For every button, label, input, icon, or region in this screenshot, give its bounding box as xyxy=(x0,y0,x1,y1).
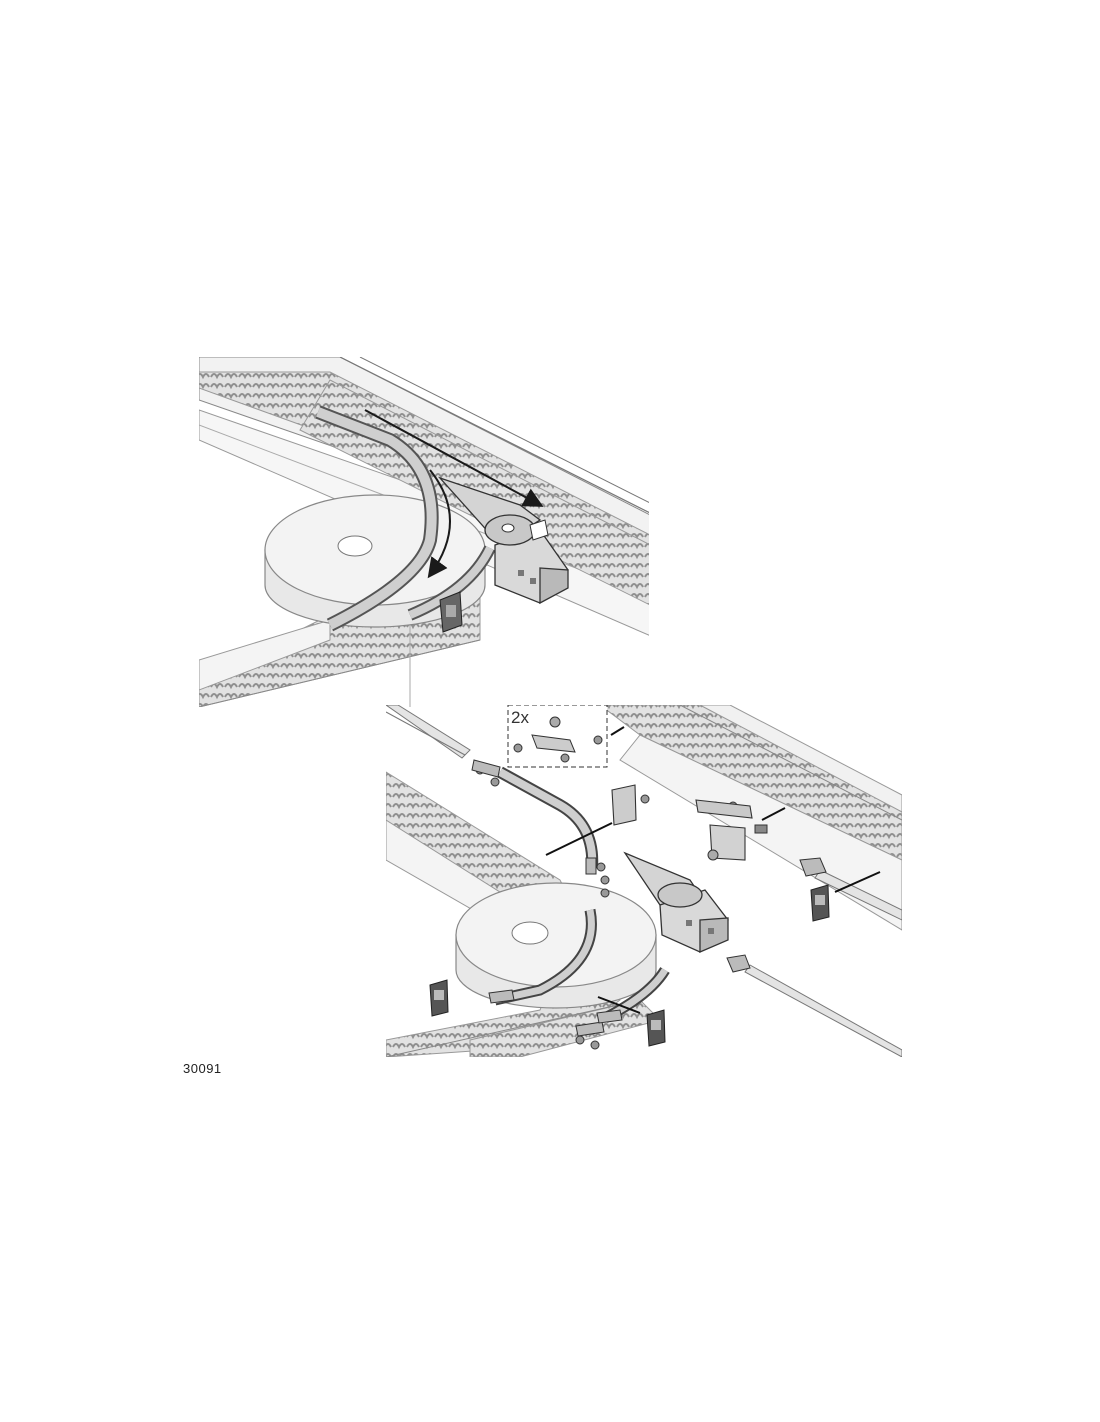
straight-rail-left xyxy=(386,705,471,759)
diverter-unit-bottom xyxy=(623,851,729,953)
rail-end-clamp xyxy=(471,759,827,1037)
quantity-callout-box xyxy=(507,705,608,768)
quantity-label: 2x xyxy=(511,708,529,727)
sensor-block-1 xyxy=(429,979,449,1017)
turn-wheel-bottom xyxy=(455,882,657,1009)
bracket-icon xyxy=(611,784,768,861)
assembly-leader-lines xyxy=(545,726,881,1014)
sensor-icon xyxy=(439,591,463,633)
figure-number: 30091 xyxy=(183,1061,222,1076)
top-assembled-view xyxy=(199,357,649,707)
bottom-exploded-view xyxy=(386,705,902,1057)
arrow-icon xyxy=(364,409,544,579)
diverter-unit-top xyxy=(437,476,569,605)
curved-guide-rail-top xyxy=(315,405,496,632)
straight-rail-right xyxy=(744,869,902,1057)
sensor-block-2 xyxy=(646,1009,666,1047)
sensor-block-3 xyxy=(810,884,830,922)
